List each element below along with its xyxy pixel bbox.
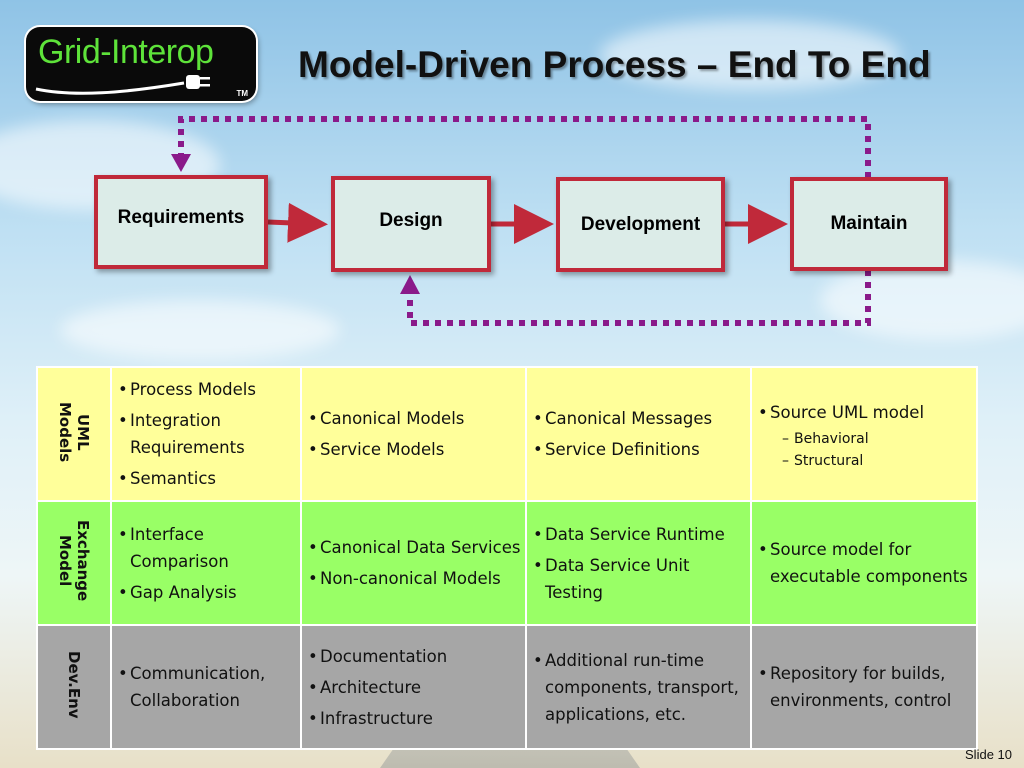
loop-maintain-to-requirements (178, 116, 871, 178)
list-item: Additional run-time components, transpor… (531, 647, 746, 728)
list-item: Source model for executable components (756, 536, 972, 590)
list-item: Integration Requirements (116, 407, 296, 461)
table-row-uml-models: UML Models Process Models Integration Re… (36, 366, 978, 502)
table-cell: Canonical Messages Service Definitions (525, 366, 752, 502)
cloud-decoration (820, 260, 1024, 340)
grid-interop-logo: Grid-Interop TM (26, 27, 256, 101)
table-cell: Source model for executable components (750, 500, 978, 626)
loop-arrowhead-design (400, 275, 420, 294)
table-cell: Interface Comparison Gap Analysis (110, 500, 302, 626)
row-header: UML Models (36, 366, 112, 502)
list-item: Canonical Models (306, 405, 521, 432)
row-header: Exchange Model (36, 500, 112, 626)
table-cell: Source UML model Behavioral Structural (750, 366, 978, 502)
list-item: Data Service Unit Testing (531, 552, 746, 606)
list-item: Repository for builds, environments, con… (756, 660, 972, 714)
row-header-label: Dev.Env (65, 651, 83, 719)
list-item: Architecture (306, 674, 521, 701)
list-item: Semantics (116, 465, 296, 492)
list-item: Documentation (306, 643, 521, 670)
logo-text: Grid-Interop (38, 33, 214, 71)
step-label: Maintain (830, 213, 908, 234)
list-item: Service Definitions (531, 436, 746, 463)
table-cell: Documentation Architecture Infrastructur… (300, 624, 527, 750)
step-requirements: Requirements (94, 175, 268, 269)
sub-list-item: Structural (780, 452, 972, 470)
table-cell: Process Models Integration Requirements … (110, 366, 302, 502)
table-cell: Data Service Runtime Data Service Unit T… (525, 500, 752, 626)
step-label: Requirements (117, 207, 245, 228)
table-cell: Canonical Models Service Models (300, 366, 527, 502)
list-item: Gap Analysis (116, 579, 296, 606)
process-flow-arrows (171, 116, 871, 326)
list-item: Service Models (306, 436, 521, 463)
cloud-decoration (60, 300, 340, 360)
page-title: Model-Driven Process – End To End (298, 44, 931, 85)
list-item: Canonical Data Services (306, 534, 521, 561)
row-header-label: Exchange Model (56, 520, 92, 602)
table-row-dev-env: Dev.Env Communication, Collaboration Doc… (36, 624, 978, 750)
loop-maintain-to-design (407, 270, 871, 326)
step-maintain: Maintain (790, 177, 948, 271)
table-cell: Communication, Collaboration (110, 624, 302, 750)
table-cell: Additional run-time components, transpor… (525, 624, 752, 750)
list-item: Canonical Messages (531, 405, 746, 432)
arrow-requirements-to-design (267, 202, 328, 243)
loop-arrowhead-requirements (171, 154, 191, 172)
table-row-exchange-model: Exchange Model Interface Comparison Gap … (36, 500, 978, 626)
step-design: Design (331, 176, 491, 272)
logo-trademark: TM (236, 89, 248, 98)
slide-number: Slide 10 (965, 747, 1012, 762)
step-development: Development (556, 177, 725, 272)
sub-list-item: Behavioral (780, 430, 972, 448)
plug-swoosh-icon (35, 75, 210, 95)
list-item: Interface Comparison (116, 521, 296, 575)
cloud-decoration (600, 20, 900, 90)
list-item: Infrastructure (306, 705, 521, 732)
row-header-label: UML Models (56, 401, 92, 463)
row-header: Dev.Env (36, 624, 112, 750)
step-label: Design (379, 210, 443, 231)
list-item: Communication, Collaboration (116, 660, 296, 714)
list-item: Process Models (116, 376, 296, 403)
table-cell: Repository for builds, environments, con… (750, 624, 978, 750)
list-item: Source UML model (756, 399, 972, 426)
step-label: Development (580, 213, 701, 235)
model-matrix-table: UML Models Process Models Integration Re… (36, 366, 978, 750)
list-item: Non-canonical Models (306, 565, 521, 592)
table-cell: Canonical Data Services Non-canonical Mo… (300, 500, 527, 626)
list-item: Data Service Runtime (531, 521, 746, 548)
